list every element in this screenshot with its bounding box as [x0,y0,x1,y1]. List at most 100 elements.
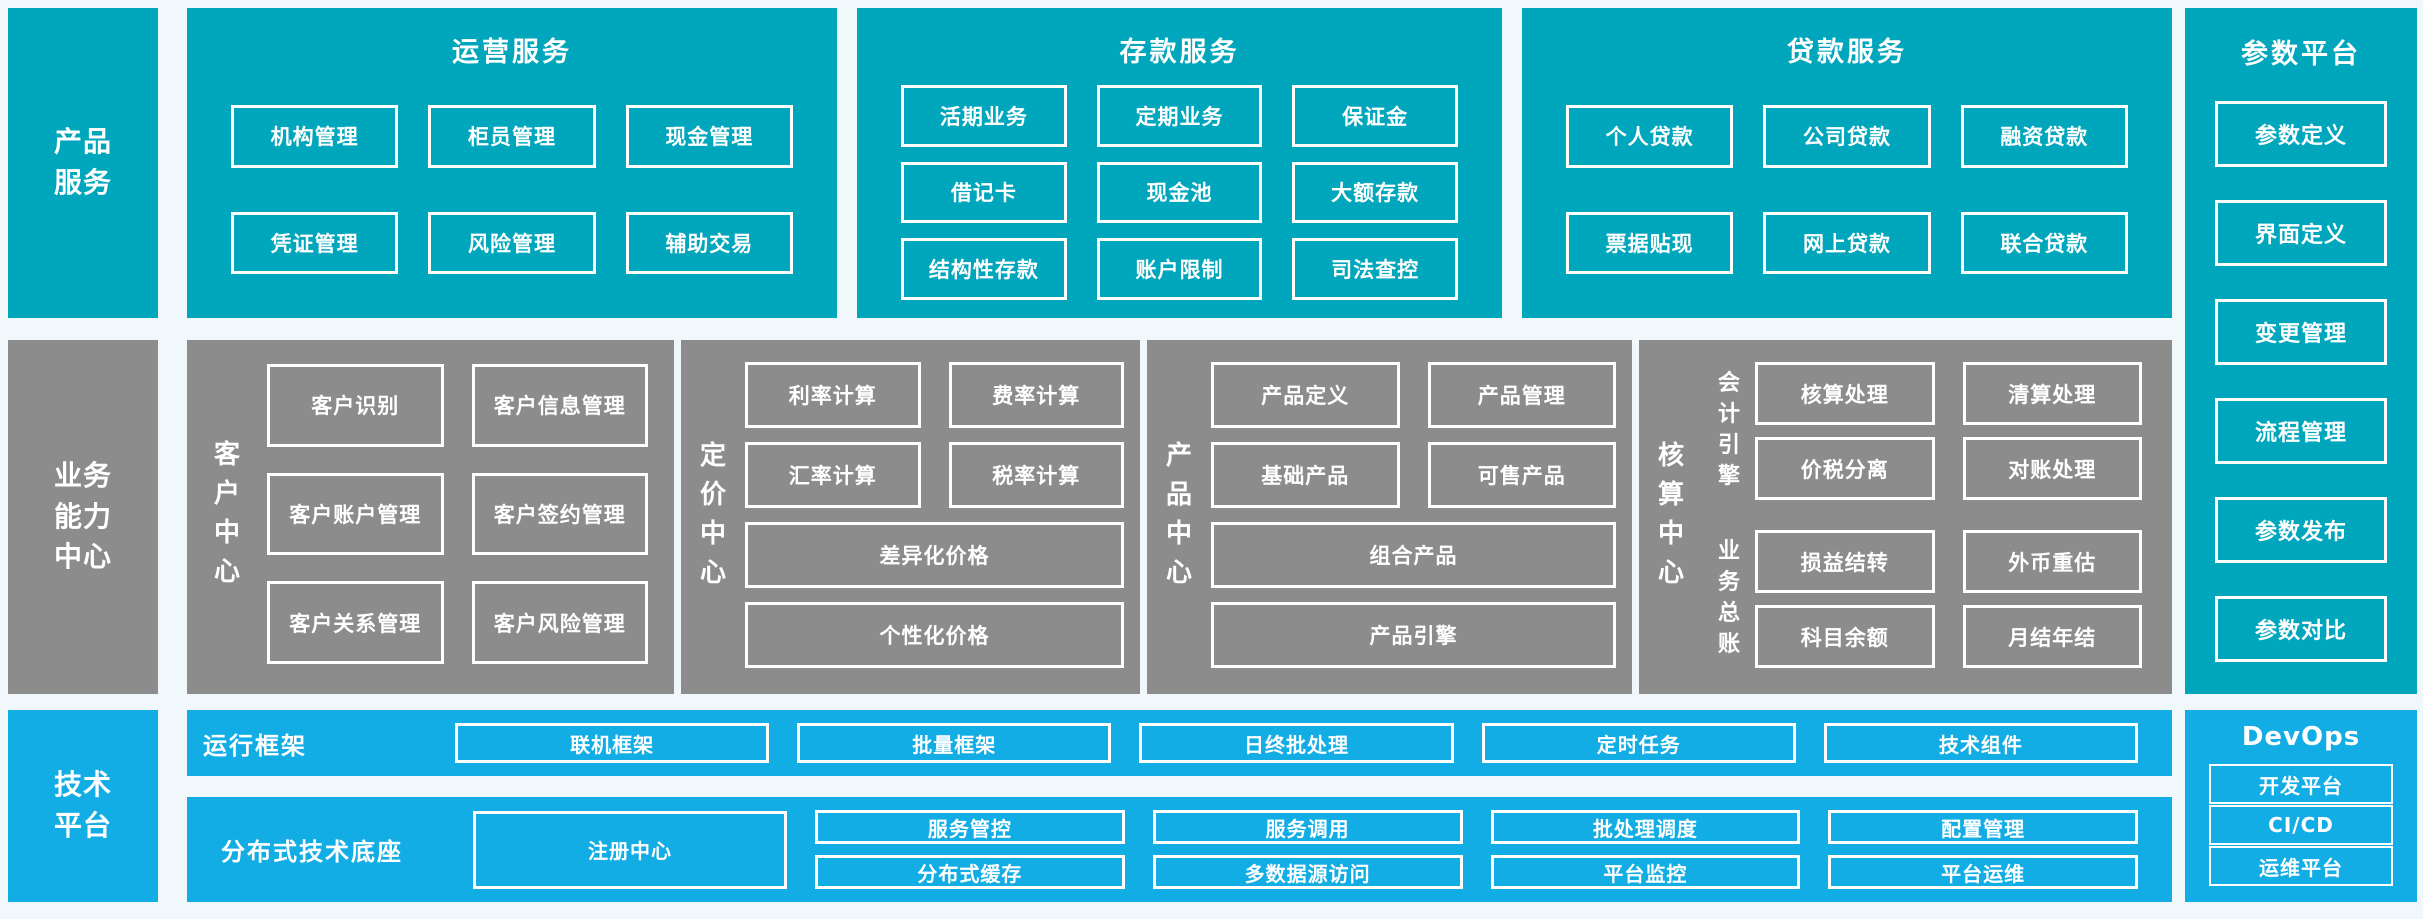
service-box: 大额存款 [1292,161,1458,224]
bar-runtime-framework: 运行框架 联机框架 批量框架 日终批处理 定时任务 技术组件 [187,710,2172,776]
sidebar-tech-platform-label: 技术平台 [53,768,112,842]
capability-box: 价税分离 [1755,437,1935,500]
tech-box: 服务管控 [815,810,1125,844]
product-center-label-zone: 产品中心 [1147,362,1211,668]
service-box: 结构性存款 [901,238,1067,300]
capability-box: 核算处理 [1755,362,1935,425]
parameter-box: 参数对比 [2215,596,2387,662]
panel-pricing-center: 定价中心 利率计算 费率计算 汇率计算 税率计算 差异化价格 个性化价格 [681,340,1140,694]
panel-parameter-platform: 参数平台 参数定义 界面定义 变更管理 流程管理 参数发布 参数对比 [2185,8,2417,694]
capability-box: 月结年结 [1962,605,2142,668]
capability-box: 客户风险管理 [471,581,648,664]
capability-box-wide: 组合产品 [1211,522,1616,588]
service-box: 凭证管理 [231,211,399,274]
service-box: 网上贷款 [1763,211,1931,274]
capability-box: 利率计算 [745,362,921,428]
accounting-groups: 会计引擎 核算处理 清算处理 价税分离 对账处理 业务总账 损益结转 外币重估 … [1703,362,2142,668]
devops-box: CI/CD [2209,805,2393,845]
sidebar-product-services: 产品服务 [8,8,158,318]
accounting-center-title: 核算中心 [1657,441,1684,588]
service-box: 柜员管理 [428,105,596,168]
panel-loan-services: 贷款服务 个人贷款 公司贷款 融资贷款 票据贴现 网上贷款 联合贷款 [1522,8,2172,318]
service-box: 活期业务 [901,85,1067,147]
service-box: 定期业务 [1096,85,1263,147]
deposit-services-grid: 活期业务 定期业务 保证金 借记卡 现金池 大额存款 结构性存款 账户限制 司法… [901,85,1458,300]
product-center-title: 产品中心 [1165,441,1192,588]
tech-box: 日终批处理 [1139,723,1454,763]
registry-center-box: 注册中心 [473,810,787,889]
pricing-center-title: 定价中心 [699,441,726,588]
pricing-center-label-zone: 定价中心 [681,362,745,668]
runtime-framework-boxes: 联机框架 批量框架 日终批处理 定时任务 技术组件 [455,723,2139,763]
tech-box: 分布式缓存 [815,855,1125,889]
deposit-services-title: 存款服务 [1119,37,1240,68]
service-box: 个人贷款 [1566,105,1734,168]
capability-box: 客户签约管理 [471,472,648,556]
tech-box: 平台运维 [1828,855,2138,889]
capability-box: 损益结转 [1755,530,1935,593]
capability-box: 客户信息管理 [471,364,648,447]
capability-box: 税率计算 [948,442,1124,508]
sidebar-business-capability-label: 业务能力中心 [53,459,112,574]
capability-box: 基础产品 [1211,442,1400,508]
sidebar-product-services-label: 产品服务 [53,125,112,199]
parameter-box: 流程管理 [2215,398,2387,464]
panel-product-center: 产品中心 产品定义 产品管理 基础产品 可售产品 组合产品 产品引擎 [1147,340,1632,694]
service-box: 司法查控 [1292,238,1458,300]
devops-box: 运维平台 [2209,846,2393,886]
panel-accounting-center: 核算中心 会计引擎 核算处理 清算处理 价税分离 对账处理 业务总账 损 [1639,340,2172,694]
devops-list: 开发平台 CI/CD 运维平台 [2209,764,2393,886]
tech-box: 配置管理 [1828,810,2138,844]
sidebar-tech-platform: 技术平台 [8,710,158,902]
parameter-platform-title: 参数平台 [2241,39,2361,70]
capability-box: 客户账户管理 [267,472,444,556]
runtime-framework-label: 运行框架 [203,731,307,760]
accounting-ledger-grid: 损益结转 外币重估 科目余额 月结年结 [1755,530,2142,668]
accounting-group-ledger: 业务总账 损益结转 外币重估 科目余额 月结年结 [1703,530,2142,668]
capability-box: 客户识别 [267,364,444,447]
accounting-engine-grid: 核算处理 清算处理 价税分离 对账处理 [1755,362,2142,500]
panel-devops: DevOps 开发平台 CI/CD 运维平台 [2185,710,2417,902]
panel-customer-center: 客户中心 客户识别 客户信息管理 客户账户管理 客户签约管理 客户关系管理 客户… [187,340,674,694]
capability-box: 科目余额 [1755,605,1935,668]
devops-box: 开发平台 [2209,764,2393,804]
accounting-center-label-zone: 核算中心 [1639,362,1703,668]
customer-center-title: 客户中心 [213,440,240,587]
distributed-base-grid: 服务管控 服务调用 批处理调度 配置管理 分布式缓存 多数据源访问 平台监控 平… [815,810,2138,889]
service-box: 风险管理 [428,211,596,274]
parameter-box: 参数定义 [2215,101,2387,167]
tech-box: 平台监控 [1490,855,1801,889]
service-box: 票据贴现 [1566,211,1734,274]
product-center-grid: 产品定义 产品管理 基础产品 可售产品 组合产品 产品引擎 [1211,362,1616,668]
tech-box: 批处理调度 [1490,810,1801,844]
capability-box: 费率计算 [948,362,1124,428]
tech-box: 技术组件 [1823,723,2139,763]
loan-services-grid: 个人贷款 公司贷款 融资贷款 票据贴现 网上贷款 联合贷款 [1566,105,2128,274]
capability-box: 客户关系管理 [267,581,444,664]
operations-services-grid: 机构管理 柜员管理 现金管理 凭证管理 风险管理 辅助交易 [231,105,793,274]
accounting-ledger-label: 业务总账 [1717,539,1740,657]
loan-services-title: 贷款服务 [1787,37,1907,68]
operations-services-title: 运营服务 [452,37,572,68]
tech-box: 批量框架 [797,723,1112,763]
panel-deposit-services: 存款服务 活期业务 定期业务 保证金 借记卡 现金池 大额存款 结构性存款 账户… [857,8,1502,318]
capability-box-wide: 产品引擎 [1211,602,1616,668]
capability-box: 可售产品 [1427,442,1616,508]
capability-box: 对账处理 [1962,437,2142,500]
tech-box: 服务调用 [1152,810,1463,844]
parameter-box: 界面定义 [2215,200,2387,266]
capability-box: 产品定义 [1211,362,1400,428]
service-box: 融资贷款 [1960,105,2128,168]
bar-distributed-base: 分布式技术底座 注册中心 服务管控 服务调用 批处理调度 配置管理 分布式缓存 … [187,797,2172,902]
parameter-box: 参数发布 [2215,497,2387,563]
tech-box: 多数据源访问 [1152,855,1463,889]
accounting-engine-label-zone: 会计引擎 [1703,362,1755,500]
capability-box-wide: 差异化价格 [745,522,1124,588]
capability-box: 汇率计算 [745,442,921,508]
service-box: 账户限制 [1096,238,1263,300]
parameter-box: 变更管理 [2215,299,2387,365]
tech-box: 联机框架 [455,723,770,763]
capability-box: 外币重估 [1962,530,2142,593]
devops-title: DevOps [2241,722,2361,752]
